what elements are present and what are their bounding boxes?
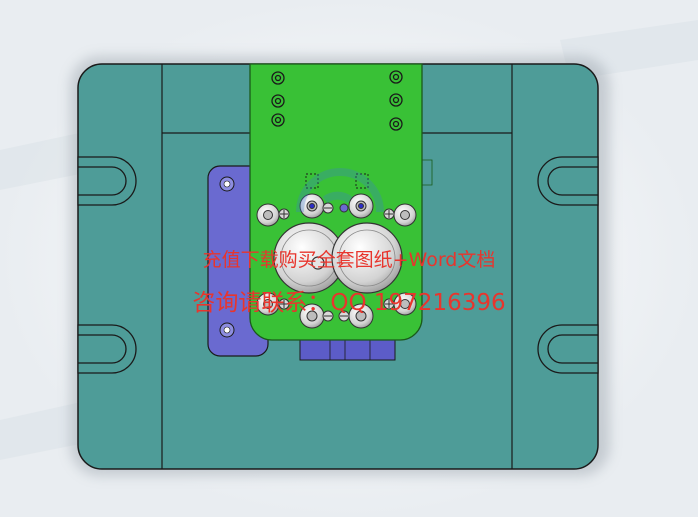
top-screws — [271, 70, 403, 131]
slot-right-bottom — [537, 324, 599, 374]
slot-left-bottom — [77, 324, 137, 374]
dashed-connectors — [305, 173, 369, 189]
large-bores — [273, 222, 403, 294]
mounting-slots — [77, 156, 599, 374]
metal-screws — [256, 193, 417, 329]
watermark-logo — [296, 168, 384, 213]
watermark-text-line2: 咨询请联系：QQ 197216396 — [192, 290, 506, 316]
slot-left-top — [77, 156, 137, 206]
watermark-text-line1: 充值下载购买全套图纸+Word文档 — [202, 249, 496, 271]
slot-right-top — [537, 156, 599, 206]
